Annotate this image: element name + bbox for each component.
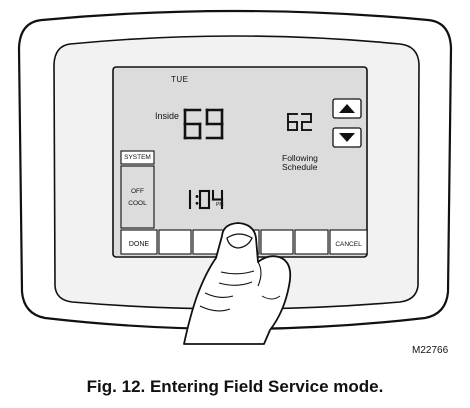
inside-label: Inside [155,111,180,121]
day-of-week: TUE [171,75,189,84]
system-button-label[interactable]: SYSTEM [124,154,151,161]
mode-box [120,165,155,229]
set-temperature-digits [287,113,312,131]
soft-key-2[interactable] [158,229,192,255]
soft-key-5[interactable] [260,229,294,255]
triangle-up-icon [339,104,355,113]
inside-temperature-digits [183,108,224,140]
time-colon-dot [195,201,199,205]
system-button[interactable] [120,150,155,165]
figure-code: M22766 [412,345,449,356]
down-arrow-button[interactable] [332,127,362,148]
mode-off-label: OFF [131,188,144,195]
soft-key-6[interactable] [294,229,329,255]
mode-cool-label: COOL [128,200,147,207]
cancel-button-label[interactable]: CANCEL [335,241,362,248]
status-line-1: Following [282,153,318,163]
time-suffix: PM [216,202,224,208]
finger-illustration [183,222,292,345]
figure-caption: Fig. 12. Entering Field Service mode. [86,377,384,396]
cancel-button[interactable] [329,229,368,255]
done-button-label[interactable]: DONE [128,241,150,248]
time-digits [188,189,224,210]
up-arrow-button[interactable] [332,98,362,119]
triangle-down-icon [339,133,355,142]
done-button[interactable] [120,229,158,255]
time-colon-dot [195,195,199,198]
status-line-2: Schedule [282,162,318,172]
